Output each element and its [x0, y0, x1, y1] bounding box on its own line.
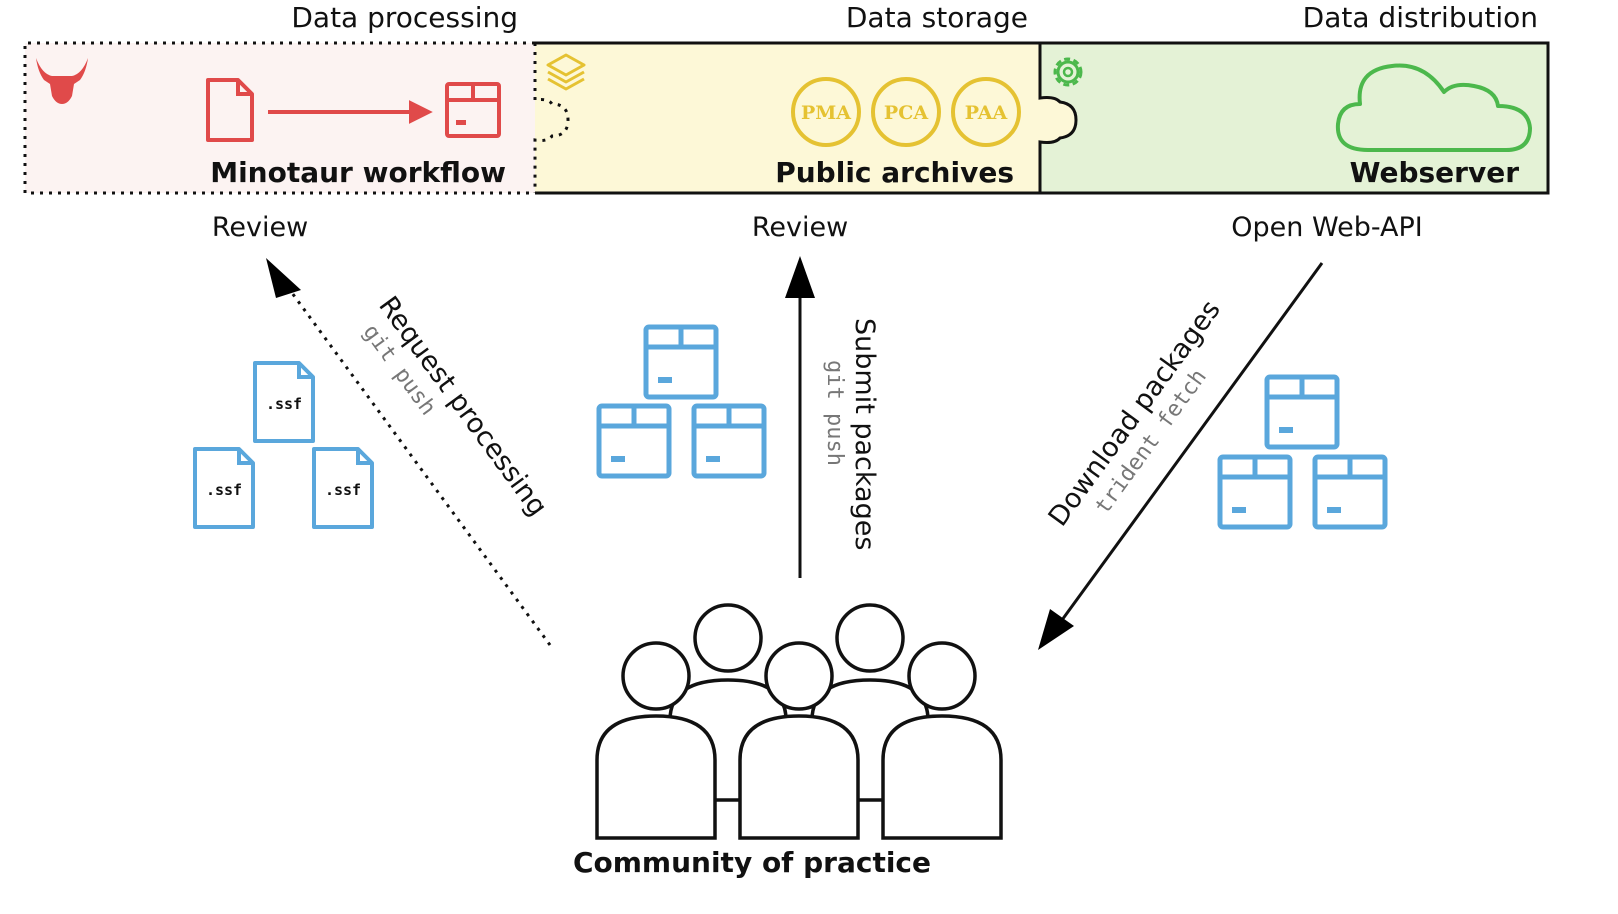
community-label: Community of practice [573, 846, 931, 879]
package-icon [445, 82, 501, 138]
layers-icon [546, 53, 586, 91]
request-processing-arrow [266, 258, 552, 646]
distribution-panel [1038, 41, 1550, 195]
submit-packages-arrow [785, 256, 815, 578]
archive-badge-circle [951, 77, 1021, 147]
ssf-document-icon: .ssf [253, 361, 315, 443]
submitted-packages [599, 327, 764, 476]
ssf-files: .ssf .ssf .ssf [193, 361, 374, 529]
archive-pma: PMA [801, 102, 851, 124]
processing-review-label: Review [212, 212, 308, 243]
package-icon [1315, 457, 1385, 527]
storage-header: Data storage [846, 1, 1028, 34]
download-packages-arrow [1038, 262, 1324, 650]
downloaded-packages [1220, 377, 1385, 527]
request-processing-label: Request processing [372, 291, 553, 522]
archive-badges: PMA PCA PAA [791, 77, 1021, 147]
processing-title: Minotaur workflow [210, 156, 506, 189]
request-label-group: Request processing git push [358, 291, 553, 522]
people-icon [595, 603, 1003, 840]
storage-review-label: Review [752, 212, 848, 243]
ssf-document-icon: .ssf [193, 447, 255, 529]
ssf-label: .ssf [325, 481, 361, 499]
package-icon [694, 406, 764, 476]
storage-title: Public archives [775, 156, 1014, 189]
ssf-document-icon: .ssf [312, 447, 374, 529]
package-icon [1267, 377, 1337, 447]
archive-badge-circle [791, 77, 861, 147]
package-icon [599, 406, 669, 476]
document-icon [206, 78, 254, 142]
web-api-label: Open Web-API [1231, 212, 1422, 243]
distribution-title: Webserver [1350, 156, 1520, 189]
processing-panel [23, 41, 535, 195]
package-icon [1220, 457, 1290, 527]
package-icon [646, 327, 716, 397]
archive-paa: PAA [965, 102, 1008, 124]
submit-command: git push [822, 360, 847, 466]
gear-icon [1053, 57, 1083, 87]
archive-badge-circle [871, 77, 941, 147]
download-packages-label: Download packages [1043, 295, 1227, 532]
processing-header: Data processing [291, 1, 518, 34]
bull-head-icon [36, 58, 88, 104]
ssf-label: .ssf [206, 481, 242, 499]
submit-packages-label: Submit packages [849, 318, 880, 550]
distribution-header: Data distribution [1303, 1, 1538, 34]
archive-pca: PCA [884, 102, 928, 124]
submit-label-group: Submit packages git push [822, 318, 880, 550]
cloud-icon [1335, 63, 1532, 152]
ssf-label: .ssf [266, 395, 302, 413]
